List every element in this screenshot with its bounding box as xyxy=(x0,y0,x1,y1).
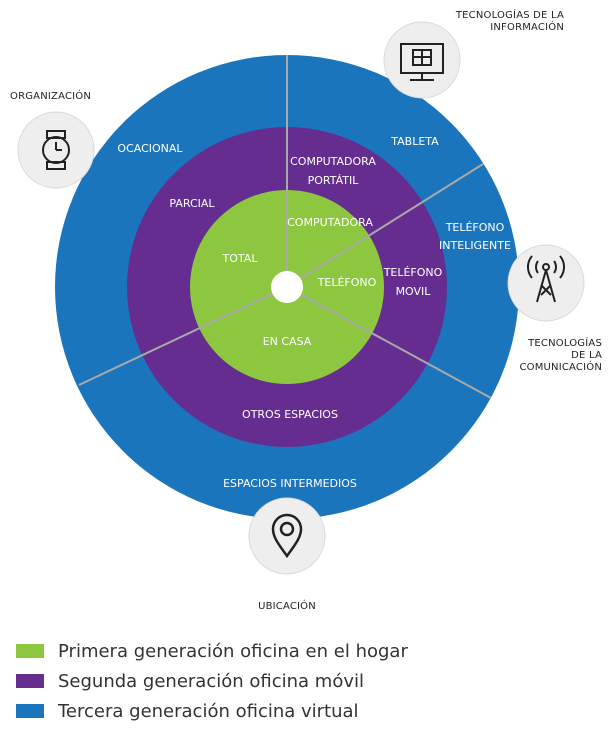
label-espacios-intermedios: ESPACIOS INTERMEDIOS xyxy=(223,477,357,490)
label-telefono-inteligente-2: INTELIGENTE xyxy=(439,239,511,252)
label-ocasional: OCACIONAL xyxy=(117,142,183,155)
label-tableta: TABLETA xyxy=(390,135,439,148)
label-otros-espacios: OTROS ESPACIOS xyxy=(242,408,338,421)
divider-lower-left xyxy=(78,286,288,386)
watch-icon xyxy=(42,130,70,170)
category-location: UBICACIÓN xyxy=(0,601,574,613)
information-tech-label-line1: TECNOLOGÍAS DE LA xyxy=(455,10,564,21)
divider-upper-right xyxy=(286,163,484,288)
label-computadora: COMPUTADORA xyxy=(287,216,373,229)
center-dot xyxy=(271,271,303,303)
category-communication-tech: TECNOLOGÍAS DE LA COMUNICACIÓN xyxy=(519,338,602,374)
legend-label-second: Segunda generación oficina móvil xyxy=(58,670,364,692)
label-computadora-portatil-2: PORTÁTIL xyxy=(308,174,360,187)
legend-item-first-generation: Primera generación oficina en el hogar xyxy=(16,636,408,666)
label-telefono-movil-2: MOVIL xyxy=(396,285,432,298)
legend-label-third: Tercera generación oficina virtual xyxy=(58,700,359,722)
computer-monitor-icon xyxy=(400,43,444,81)
organization-badge xyxy=(17,111,95,189)
legend-swatch-second xyxy=(16,674,44,688)
category-organization: ORGANIZACIÓN xyxy=(10,91,91,103)
generations-diagram: OCACIONAL TABLETA TELÉFONO INTELIGENTE E… xyxy=(17,21,585,575)
antenna-tower-icon xyxy=(527,255,565,303)
label-total: TOTAL xyxy=(222,252,259,265)
location-badge xyxy=(248,497,326,575)
category-information-tech: TECNOLOGÍAS DE LA INFORMACIÓN xyxy=(456,10,564,34)
communication-tech-label-line1: TECNOLOGÍAS xyxy=(528,338,602,349)
label-telefono-movil-1: TELÉFONO xyxy=(383,266,443,279)
legend-item-second-generation: Segunda generación oficina móvil xyxy=(16,666,408,696)
legend-swatch-third xyxy=(16,704,44,718)
legend: Primera generación oficina en el hogar S… xyxy=(16,636,408,726)
location-label: UBICACIÓN xyxy=(258,601,316,612)
legend-item-third-generation: Tercera generación oficina virtual xyxy=(16,696,408,726)
label-en-casa: EN CASA xyxy=(263,335,312,348)
label-computadora-portatil-1: COMPUTADORA xyxy=(290,155,376,168)
legend-label-first: Primera generación oficina en el hogar xyxy=(58,640,408,662)
communication-tech-label-line3: COMUNICACIÓN xyxy=(519,362,602,373)
legend-swatch-first xyxy=(16,644,44,658)
label-telefono: TELÉFONO xyxy=(317,276,377,289)
information-tech-badge xyxy=(383,21,461,99)
organization-label: ORGANIZACIÓN xyxy=(10,91,92,102)
communication-tech-label-line2: DE LA xyxy=(571,350,602,361)
information-tech-label-line2: INFORMACIÓN xyxy=(490,22,564,33)
label-parcial: PARCIAL xyxy=(169,197,215,210)
divider-lower-right xyxy=(286,286,492,399)
communication-tech-badge xyxy=(507,244,585,322)
label-telefono-inteligente-1: TELÉFONO xyxy=(445,221,505,234)
map-pin-icon xyxy=(271,513,303,559)
